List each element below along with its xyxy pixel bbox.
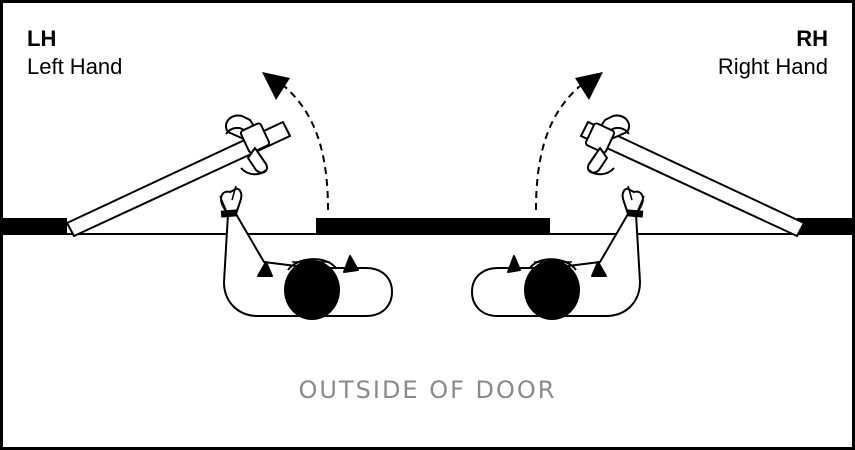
rh-person-icon bbox=[471, 185, 645, 320]
outside-of-door-label: OUTSIDE OF DOOR bbox=[298, 376, 557, 404]
wall-block-center bbox=[316, 218, 550, 235]
lh-swing-arrow-icon bbox=[262, 72, 329, 211]
wall-block-right bbox=[797, 218, 852, 235]
rh-swing-arrow-icon bbox=[535, 72, 603, 211]
wall-block-left bbox=[3, 218, 67, 235]
rh-code-label: RH bbox=[796, 26, 828, 51]
lh-lever-handle-icon bbox=[224, 114, 271, 176]
rh-door-leaf bbox=[580, 121, 805, 237]
lh-code-label: LH bbox=[27, 26, 57, 51]
lh-person-icon bbox=[219, 185, 393, 320]
lh-door-leaf bbox=[66, 121, 291, 237]
lh-name-label: Left Hand bbox=[27, 54, 123, 79]
rh-lever-handle-icon bbox=[584, 114, 631, 176]
rh-name-label: Right Hand bbox=[717, 54, 828, 79]
